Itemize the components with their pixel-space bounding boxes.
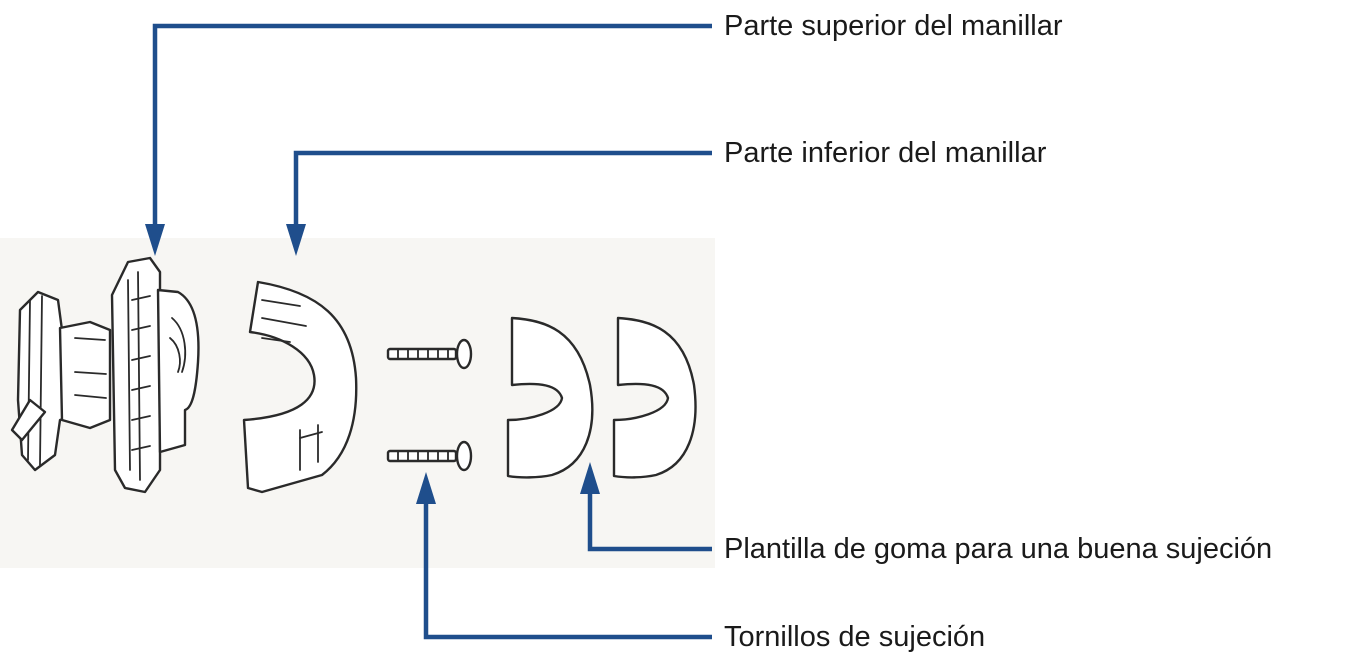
label-rubber-insert: Plantilla de goma para una buena sujeció… xyxy=(724,533,1273,565)
handlebar-bottom-illustration xyxy=(242,280,358,494)
leader-rubber xyxy=(580,462,712,552)
handlebar-top-illustration xyxy=(110,256,200,494)
leader-screws xyxy=(416,472,712,640)
mount-base-illustration xyxy=(10,290,112,472)
screws-illustration xyxy=(386,338,473,472)
leader-bottom xyxy=(286,150,712,256)
leader-top xyxy=(145,23,712,256)
label-handlebar-top: Parte superior del manillar xyxy=(724,10,1063,42)
rubber-inserts-illustration xyxy=(506,316,697,479)
label-screws: Tornillos de sujeción xyxy=(724,621,986,653)
label-handlebar-bottom: Parte inferior del manillar xyxy=(724,137,1047,169)
